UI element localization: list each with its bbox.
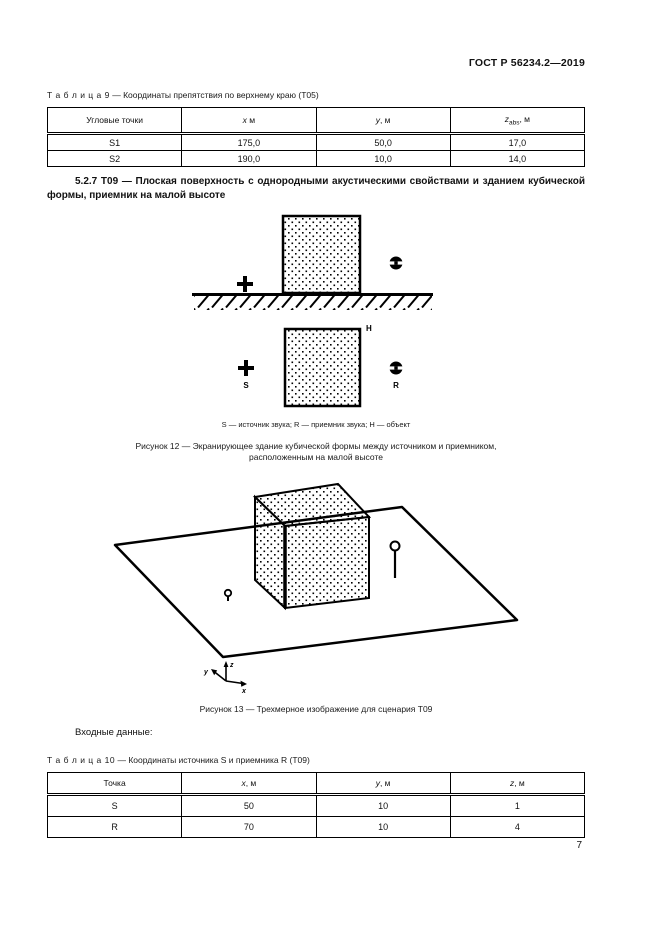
figure12-legend: S — источник звука; R — приемник звука; … xyxy=(221,420,411,429)
cell: S xyxy=(46,794,183,817)
table9-col-x: x м xyxy=(181,107,317,135)
axis-z-label: z xyxy=(229,662,234,669)
table10-col-point: Точка xyxy=(46,772,183,796)
source-label: S xyxy=(243,381,249,390)
cell: 190,0 xyxy=(181,150,317,167)
table-row: R 70 10 4 xyxy=(46,816,586,838)
cell: 4 xyxy=(449,816,586,838)
figure12-caption: Рисунок 12 — Экранирующее здание кубичес… xyxy=(47,441,585,464)
receiver-pin-icon xyxy=(389,540,401,578)
page-number: 7 xyxy=(576,840,582,851)
table10-col-z: z, м xyxy=(449,772,586,796)
table-obstacle-coordinates: Угловые точки x м y, м zabs, м S1 175,0 … xyxy=(46,107,586,167)
source-cross-icon xyxy=(237,276,253,292)
figure12-caption-line1: Рисунок 12 — Экранирующее здание кубичес… xyxy=(135,441,497,451)
table10-caption: Т а б л и ц а 10 — Координаты источника … xyxy=(47,755,310,765)
axis-x-label: x xyxy=(241,688,247,695)
figure13-caption: Рисунок 13 — Трехмерное изображение для … xyxy=(199,704,433,714)
building-stippled-square xyxy=(281,214,362,295)
cell: 50 xyxy=(181,794,317,817)
cell: 50,0 xyxy=(315,133,451,151)
receiver-icon xyxy=(389,361,403,375)
figure12-diagram: Н S R xyxy=(192,214,433,408)
cell: 1 xyxy=(449,794,586,817)
cell: 70 xyxy=(181,816,317,838)
building-stippled-square xyxy=(283,327,362,408)
table9-header-row: Угловые точки x м y, м zabs, м xyxy=(46,107,586,135)
standard-number-header: ГОСТ Р 56234.2—2019 xyxy=(468,57,585,69)
table10-caption-title: — Координаты источника S и приемника R (… xyxy=(117,755,310,765)
table9-caption: Т а б л и ц а 9 — Координаты препятствия… xyxy=(47,90,319,100)
object-label: Н xyxy=(366,324,372,333)
receiver-icon xyxy=(389,256,403,270)
cell: S2 xyxy=(46,150,183,167)
cell: 14,0 xyxy=(449,150,586,167)
table10-col-x: x, м xyxy=(181,772,317,796)
source-cross-icon xyxy=(238,360,254,376)
cell: 10 xyxy=(315,816,451,838)
cell: 10,0 xyxy=(315,150,451,167)
coordinate-axes-icon: z x y xyxy=(203,661,247,695)
figure13-diagram: z x y xyxy=(113,482,519,695)
table10-header-row: Точка x, м y, м z, м xyxy=(46,772,586,796)
table-row: S2 190,0 10,0 14,0 xyxy=(46,150,586,167)
cell: 17,0 xyxy=(449,133,586,151)
table10-caption-label: Т а б л и ц а 10 xyxy=(47,755,116,765)
source-pin-icon xyxy=(223,588,233,601)
cell: R xyxy=(46,816,183,838)
cell: 10 xyxy=(315,794,451,817)
table9-col-points: Угловые точки xyxy=(46,107,183,135)
ground-hatching xyxy=(194,296,432,310)
axis-y-label: y xyxy=(203,669,209,676)
table9-col-zabs: zabs, м xyxy=(449,107,586,135)
section-heading-527: 5.2.7 Т09 — Плоская поверхность с одноро… xyxy=(47,176,585,201)
cell: S1 xyxy=(46,133,183,151)
cube-front-face xyxy=(284,515,370,610)
table-row: S 50 10 1 xyxy=(46,794,586,817)
table-row: S1 175,0 50,0 17,0 xyxy=(46,133,586,151)
table-source-receiver-coordinates: Точка x, м y, м z, м S 50 10 1 R 70 10 4 xyxy=(46,772,586,838)
table9-caption-title: — Координаты препятствия по верхнему кра… xyxy=(112,90,319,100)
input-data-paragraph: Входные данные: xyxy=(75,727,153,738)
table9-caption-label: Т а б л и ц а 9 xyxy=(47,90,110,100)
table10-col-y: y, м xyxy=(315,772,451,796)
figure12-caption-line2: расположенным на малой высоте xyxy=(249,452,383,463)
table9-col-y: y, м xyxy=(315,107,451,135)
receiver-label: R xyxy=(393,381,399,390)
cell: 175,0 xyxy=(181,133,317,151)
